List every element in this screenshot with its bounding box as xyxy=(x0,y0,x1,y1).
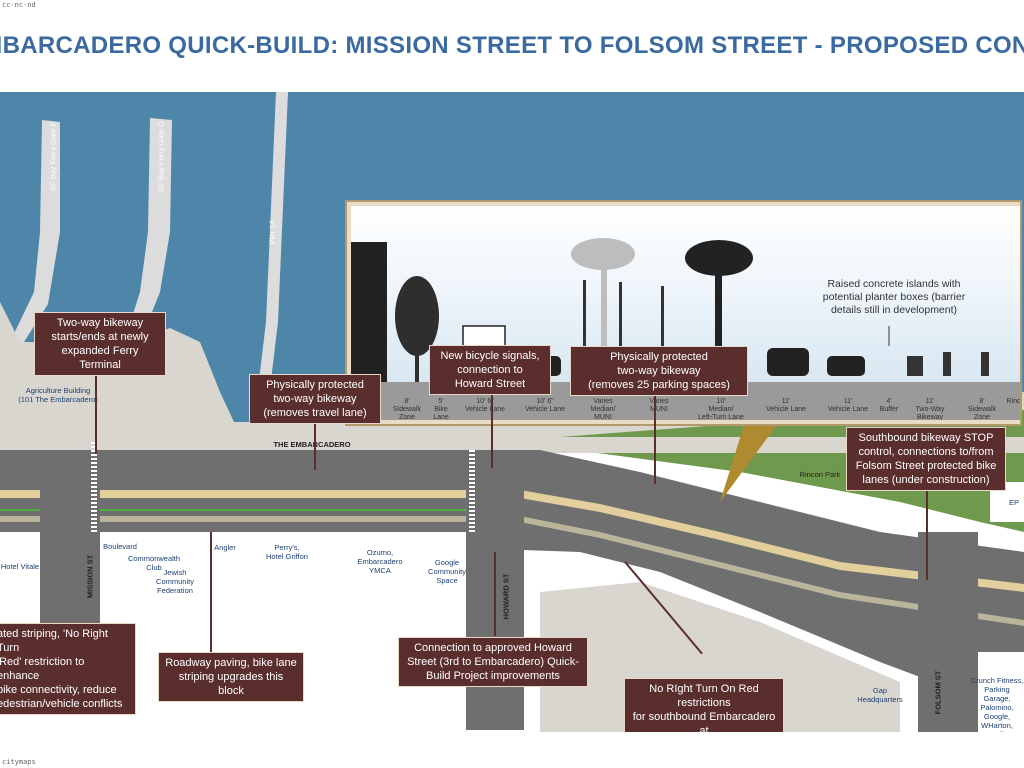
callout-striping: ated striping, 'No Right Turn 'Red' rest… xyxy=(0,623,136,715)
angler-label: Angler xyxy=(214,543,236,552)
license-tag: cc-nc-nd xyxy=(2,1,36,9)
palm-gray xyxy=(571,238,635,382)
google-space-label: Google Community Space xyxy=(428,558,466,585)
pier-14 xyxy=(254,92,288,422)
lane-median-left-turn: 10'Median/ Left-Turn Lane xyxy=(698,398,744,420)
palm-dark xyxy=(685,240,753,382)
jewish-federation-label: Jewish Community Federation xyxy=(156,568,194,595)
callout-southbound-stop: Southbound bikeway STOP control, connect… xyxy=(846,427,1006,491)
lane-sidewalk-zone-2: 8'Sidewalk Zone xyxy=(967,398,996,420)
cross-section-note: Raised concrete islands with potential p… xyxy=(822,278,966,316)
commonwealth-label: Commonwealth Club xyxy=(127,554,181,572)
block-west xyxy=(0,532,40,592)
credit-tag: citymaps xyxy=(2,758,36,766)
embarcadero-label: THE EMBARCADERO xyxy=(273,440,351,449)
folsom-st xyxy=(918,532,978,732)
crunch-label: Crunch Fitness, Parking Garage, Palomino… xyxy=(970,676,1024,732)
agriculture-building-label: Agriculture Building (101 The Embarcader… xyxy=(18,386,98,404)
car-3 xyxy=(827,356,865,376)
howard-st-label: HOWARD ST xyxy=(501,573,511,620)
leader-signals xyxy=(491,392,493,468)
lane-two-way-bikeway: 11'Two-Way Bikeway xyxy=(915,398,945,420)
lane-bike-lane: 5'Bike Lane xyxy=(433,398,449,420)
street-map[interactable]: SF Bay Ferry Gate F SF Bay Ferry Gate G … xyxy=(0,92,1024,732)
tree-left xyxy=(395,276,439,382)
callout-ferry-terminal: Two-way bikeway starts/ends at newly exp… xyxy=(34,312,166,376)
lane-vehicle-4: 11'Vehicle Lane xyxy=(827,398,869,413)
perrys-label: Perry's, Hotel Griffon xyxy=(266,543,308,561)
lane-buffer: 4'Buffer xyxy=(879,398,899,413)
gate-f-pier xyxy=(10,120,60,342)
ferry-gate-f-label: SF Bay Ferry Gate F xyxy=(48,121,58,192)
callout-protected-parking: Physically protected two-way bikeway (re… xyxy=(570,346,748,396)
callout-no-right-turn: No RIght Turn On Red restrictions for so… xyxy=(624,678,784,732)
page-title: EMBARCADERO QUICK-BUILD: MISSION STREET … xyxy=(0,32,1024,59)
rincon-park-label: Rincon Park xyxy=(799,470,841,479)
leader-ferry xyxy=(95,362,97,454)
leader-parking xyxy=(654,394,656,484)
lane-vehicle-3: 11'Vehicle Lane xyxy=(765,398,807,413)
mission-st-label: MISSION ST xyxy=(85,554,95,599)
lane-rincon: Rinc xyxy=(1006,398,1020,405)
boulevard-label: Boulevard xyxy=(103,542,137,551)
callout-roadway-paving: Roadway paving, bike lane striping upgra… xyxy=(158,652,304,702)
leader-stop xyxy=(926,490,928,580)
gate-g-pier xyxy=(124,118,172,342)
leader-paving xyxy=(210,532,212,652)
gap-hq-label: Gap Headquarters xyxy=(857,686,903,704)
callout-howard-connection: Connection to approved Howard Street (3r… xyxy=(398,637,588,687)
lane-sidewalk-zone: 8'Sidewalk Zone xyxy=(392,398,421,420)
ep-label: EP xyxy=(1008,498,1019,507)
bikers xyxy=(907,352,989,376)
hotel-vitale-label: Hotel Vitale xyxy=(0,562,40,571)
building-silhouette xyxy=(351,242,387,382)
block-east xyxy=(978,652,1024,732)
callout-protected-travel-lane: Physically protected two-way bikeway (re… xyxy=(249,374,381,424)
leader-howard-connection xyxy=(494,552,496,636)
callout-new-bicycle-signals: New bicycle signals, connection to Howar… xyxy=(429,345,551,395)
car-2 xyxy=(767,348,809,376)
lane-vehicle-1: 10' 6"Vehicle Lane xyxy=(464,398,506,413)
block-mission-howard xyxy=(100,532,466,592)
folsom-st-label: FOLSOM ST xyxy=(933,670,943,715)
leader-protected-travel xyxy=(314,422,316,470)
upper-sidewalk xyxy=(0,437,1024,453)
ferry-gate-g-label: SF Bay Ferry Gate G xyxy=(156,121,166,192)
lane-vehicle-2: 10' 6"Vehicle Lane xyxy=(524,398,566,413)
ozumo-label: Ozumo, Embarcadero YMCA xyxy=(357,548,403,575)
light-poles xyxy=(583,280,664,382)
pier-14-label: Pier 14 xyxy=(267,220,277,245)
